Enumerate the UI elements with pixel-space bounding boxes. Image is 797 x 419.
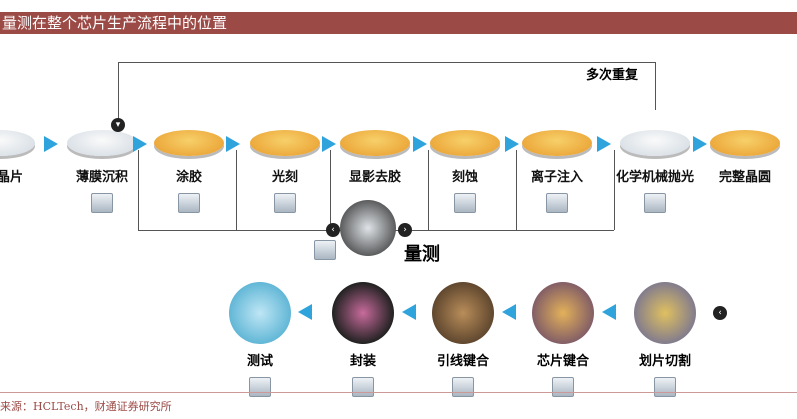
- arrow-left-icon: [502, 304, 516, 320]
- arrow-right-icon: [322, 136, 336, 152]
- chevron-right-icon: ›: [398, 223, 412, 237]
- step-label: 涂胶: [175, 170, 202, 185]
- metrology-loop-left: [138, 150, 139, 230]
- chevron-down-icon: ▾: [111, 118, 125, 132]
- arrow-right-icon: [413, 136, 427, 152]
- wafer-icon: [710, 130, 780, 156]
- step-label: 芯片键合: [536, 354, 589, 369]
- arrow-right-icon: [133, 136, 147, 152]
- step-label: 离子注入: [530, 170, 583, 185]
- equipment-icon: [452, 377, 474, 397]
- equipment-icon: [249, 377, 271, 397]
- step-complete-wafer: 完整晶圆: [700, 130, 790, 185]
- step-thin-film: 薄膜沉积: [57, 130, 147, 213]
- metrology-loop-divider: [428, 150, 429, 230]
- step-label: 封装: [349, 354, 376, 369]
- equipment-icon: [91, 193, 113, 213]
- step-coating: 涂胶: [144, 130, 234, 213]
- equipment-icon: [546, 193, 568, 213]
- step-label: 晶片: [0, 170, 23, 185]
- equipment-icon: [352, 377, 374, 397]
- equipment-icon: [274, 193, 296, 213]
- repeat-loop-left: [118, 62, 119, 120]
- arrow-right-icon: [44, 136, 58, 152]
- arrow-right-icon: [226, 136, 240, 152]
- step-label: 显影去胶: [348, 170, 401, 185]
- step-test: 测试: [215, 282, 305, 397]
- step-etch: 刻蚀: [420, 130, 510, 213]
- step-develop: 显影去胶: [330, 130, 420, 185]
- arrow-left-icon: [402, 304, 416, 320]
- divider: [0, 392, 797, 393]
- repeat-loop-line: [118, 62, 655, 63]
- arrow-right-icon: [505, 136, 519, 152]
- wafer-icon: [250, 130, 320, 156]
- step-wafer: 晶片: [0, 130, 45, 185]
- wafer-icon: [522, 130, 592, 156]
- equipment-icon: [178, 193, 200, 213]
- wafer-icon: [430, 130, 500, 156]
- step-label: 划片切割: [638, 354, 691, 369]
- die-bonding-image: [532, 282, 594, 344]
- wire-bonding-image: [432, 282, 494, 344]
- metrology-label: 量测: [404, 244, 440, 265]
- step-label: 完整晶圆: [718, 170, 771, 185]
- arrow-left-icon: [298, 304, 312, 320]
- arrow-left-icon: [602, 304, 616, 320]
- step-packaging: 封装: [318, 282, 408, 397]
- test-image: [229, 282, 291, 344]
- chevron-left-icon: ‹: [326, 223, 340, 237]
- step-label: 薄膜沉积: [75, 170, 128, 185]
- wafer-icon: [67, 130, 137, 156]
- arrow-right-icon: [597, 136, 611, 152]
- wafer-icon: [620, 130, 690, 156]
- wafer-icon: [0, 130, 35, 156]
- equipment-icon: [314, 240, 336, 260]
- step-lithography: 光刻: [240, 130, 330, 213]
- equipment-icon: [552, 377, 574, 397]
- equipment-icon: [454, 193, 476, 213]
- metrology-image: [340, 200, 396, 256]
- repeat-label: 多次重复: [586, 68, 639, 83]
- dicing-image: [634, 282, 696, 344]
- wafer-icon: [154, 130, 224, 156]
- repeat-loop-right: [655, 62, 656, 110]
- arrow-right-icon: [693, 136, 707, 152]
- step-label: 测试: [246, 354, 273, 369]
- step-label: 引线键合: [436, 354, 489, 369]
- step-wire-bonding: 引线键合: [418, 282, 508, 397]
- wafer-icon: [340, 130, 410, 156]
- metrology-loop-divider: [516, 150, 517, 230]
- metrology-loop-divider: [236, 150, 237, 230]
- source-note: 来源：HCLTech，财通证券研究所: [0, 400, 172, 413]
- packaging-image: [332, 282, 394, 344]
- step-label: 化学机械抛光: [615, 170, 694, 185]
- figure-title: 量测在整个芯片生产流程中的位置: [0, 12, 797, 34]
- step-label: 光刻: [271, 170, 298, 185]
- equipment-icon: [644, 193, 666, 213]
- chevron-down-icon: ‹: [713, 306, 727, 320]
- step-ion-implant: 离子注入: [512, 130, 602, 213]
- step-dicing: 划片切割: [620, 282, 710, 397]
- step-cmp: 化学机械抛光: [610, 130, 700, 213]
- step-label: 刻蚀: [451, 170, 478, 185]
- step-die-bonding: 芯片键合: [518, 282, 608, 397]
- equipment-icon: [654, 377, 676, 397]
- metrology-loop-right: [614, 150, 615, 230]
- metrology-loop-divider: [330, 150, 331, 230]
